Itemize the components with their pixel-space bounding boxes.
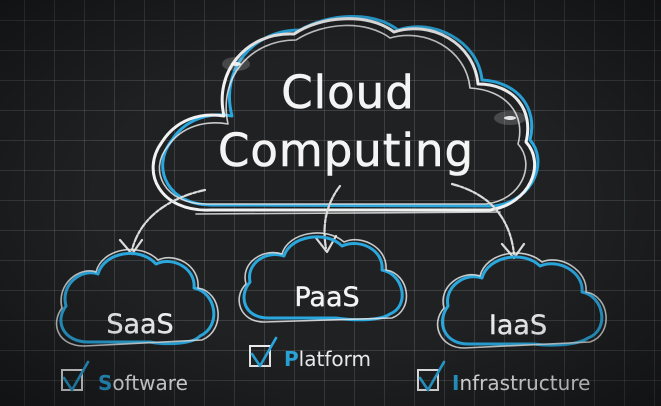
checklist-platform: Platform: [249, 336, 371, 371]
checklist-software: Software: [61, 360, 188, 395]
item-platform-rest: latform: [299, 347, 371, 371]
arrow-to-paas: [323, 184, 342, 250]
item-software-rest: oftware: [112, 371, 187, 395]
main-cloud-outline: [151, 17, 537, 212]
main-cloud-blue-outline: [161, 14, 540, 208]
arrow-to-saas: [130, 188, 207, 252]
title-line-1: Cloud: [281, 66, 415, 119]
checkmark-icon: [250, 336, 278, 368]
main-cloud-sketch-line: [158, 24, 527, 205]
saas-cloud: SaaS: [55, 248, 219, 347]
iaas-cloud-blue-outline: [441, 255, 604, 347]
connector-arrows: [118, 182, 526, 260]
paas-cloud: PaaS: [238, 232, 408, 323]
title-line-2: Computing: [218, 124, 474, 177]
glare-halo: [222, 57, 250, 71]
glare-highlight: [231, 62, 241, 66]
item-infrastructure-initial: I: [452, 371, 459, 395]
item-infrastructure-rest: nfrastructure: [459, 371, 590, 395]
main-cloud: Cloud Computing: [151, 14, 540, 215]
saas-cloud-blue-outline: [59, 251, 216, 346]
arrow-to-iaas: [450, 182, 516, 256]
checkmark-icon: [418, 360, 446, 392]
iaas-cloud: IaaS: [436, 252, 607, 349]
item-infrastructure-label: Infrastructure: [452, 371, 590, 395]
iaas-label: IaaS: [489, 310, 547, 341]
iaas-cloud-outline: [436, 252, 607, 349]
item-software-label: Software: [98, 371, 188, 395]
arrowhead-saas: [118, 238, 144, 256]
paas-cloud-blue-outline: [242, 235, 404, 322]
item-platform-label: Platform: [284, 347, 371, 371]
item-software-initial: S: [98, 371, 112, 395]
glare-halo: [494, 111, 526, 125]
saas-label: SaaS: [106, 309, 173, 340]
paas-label: PaaS: [294, 282, 359, 313]
checkmark-icon: [62, 360, 90, 392]
paas-cloud-outline: [238, 232, 408, 323]
main-cloud-base-line: [195, 211, 501, 215]
saas-cloud-outline: [55, 248, 219, 347]
glare-highlight: [504, 116, 516, 120]
checklist-infrastructure: Infrastructure: [417, 360, 590, 395]
item-platform-initial: P: [284, 347, 299, 371]
